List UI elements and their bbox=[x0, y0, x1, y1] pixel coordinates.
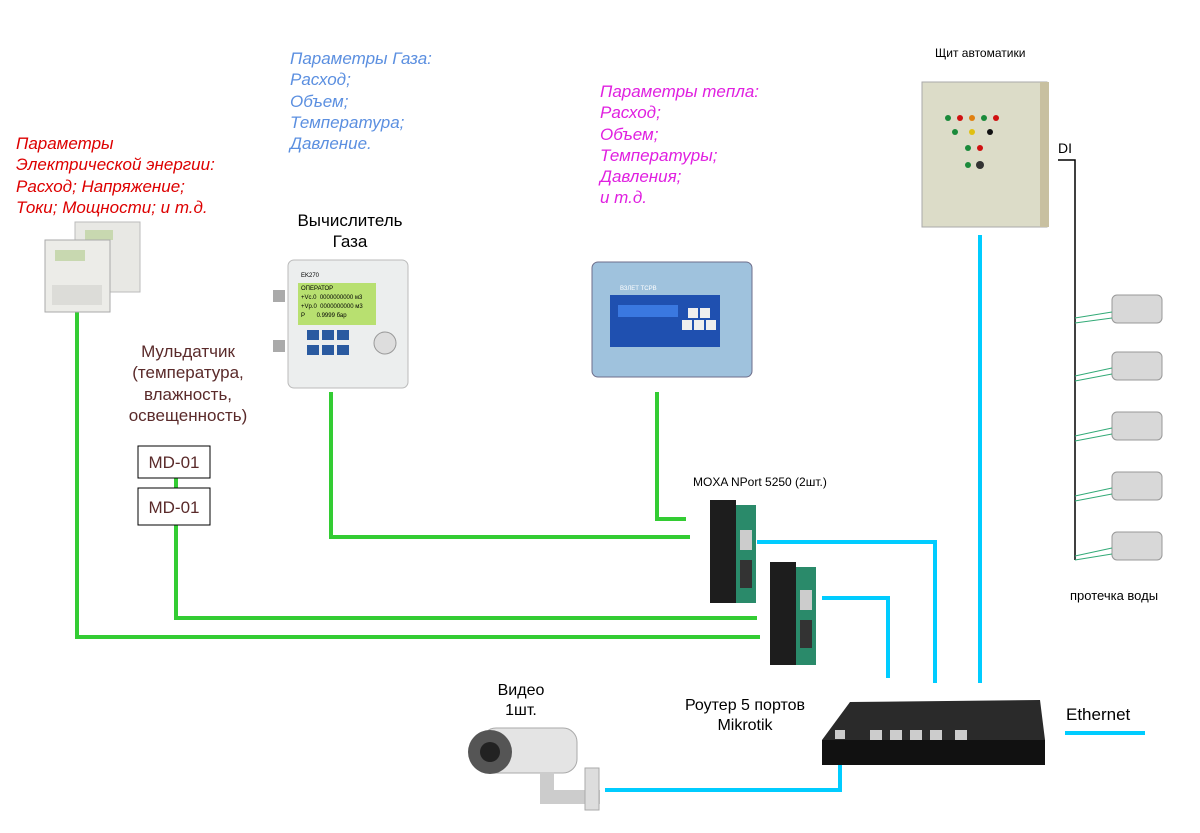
gas-model: EK270 bbox=[301, 273, 320, 279]
text-line: Объем; bbox=[600, 124, 659, 144]
text-line: и т.д. bbox=[600, 188, 647, 208]
text-line: Температура; bbox=[290, 112, 405, 132]
text-line: ОПЕРАТОР bbox=[301, 286, 334, 292]
text-line: Расход; bbox=[290, 70, 351, 90]
di-wire bbox=[1058, 159, 1076, 560]
text-line: Параметры тепла: bbox=[600, 82, 759, 101]
multisensor-label: Мульдатчик (температура,влажность,освещен… bbox=[108, 341, 268, 426]
leak-sensors bbox=[1111, 294, 1163, 561]
panel-label: Щит автоматики bbox=[935, 46, 1026, 60]
text-line: Роутер 5 портов bbox=[684, 697, 806, 714]
text-line: Объем; bbox=[290, 91, 349, 111]
text-line: Давление. bbox=[290, 134, 372, 153]
text-line: освещенность) bbox=[128, 405, 248, 425]
text-line: Электрической энергии: bbox=[16, 155, 215, 175]
link-gas-computer bbox=[329, 392, 690, 539]
text-line: Параметры Газа: bbox=[290, 49, 432, 68]
moxa-label: MOXA NPort 5250 (2шт.) bbox=[693, 475, 827, 489]
text-line: Mikrotik bbox=[717, 717, 773, 734]
heat-brand: ВЗЛЕТ ТСРВ bbox=[620, 286, 657, 292]
di-label: DI bbox=[1058, 140, 1072, 156]
text-line: Расход; bbox=[600, 103, 661, 123]
moxa-device-1 bbox=[710, 500, 756, 603]
heat-params: Параметры тепла: Расход;Объем;Температуры… bbox=[600, 81, 759, 209]
text-line: Токи; Мощности; и т.д. bbox=[16, 197, 208, 217]
text-line: Газа bbox=[332, 232, 368, 252]
heat-meter-image bbox=[591, 261, 753, 378]
link-electric-meter bbox=[75, 312, 760, 639]
md-box-2 bbox=[137, 487, 211, 526]
md-box-1-label: MD-01 bbox=[148, 453, 200, 472]
video-camera-image bbox=[468, 727, 600, 811]
leak-sensor bbox=[1111, 471, 1163, 501]
text-line: P 0.9999 бар bbox=[301, 313, 347, 319]
gas-params: Параметры Газа: Расход;Объем;Температура;… bbox=[290, 48, 432, 154]
text-line: Вычислитель bbox=[297, 211, 403, 230]
electric-meter-image bbox=[44, 221, 141, 313]
md-box-1 bbox=[137, 445, 211, 479]
leak-sensor bbox=[1111, 351, 1163, 381]
leak-sensor bbox=[1111, 294, 1163, 324]
text-line: Расход; Напряжение; bbox=[16, 176, 185, 196]
legend-ethernet-label: Ethernet bbox=[1066, 705, 1131, 724]
text-line: влажность, bbox=[143, 384, 233, 404]
text-line: Температуры; bbox=[600, 145, 718, 165]
ethernet-moxa2 bbox=[822, 596, 890, 678]
video-label: Видео 1шт. bbox=[480, 681, 562, 721]
automation-panel-image bbox=[921, 81, 1049, 228]
text-line: +Vc.0 0000000000 м3 bbox=[301, 295, 363, 301]
leak-label: протечка воды bbox=[1070, 588, 1159, 603]
router-image bbox=[822, 700, 1045, 765]
gas-computer-screen: ОПЕРАТОР +Vc.0 0000000000 м3 +Vр.0 0000000… bbox=[301, 285, 363, 321]
link-multisensor bbox=[174, 525, 757, 620]
text-line: (температура, bbox=[132, 363, 244, 383]
gas-computer-image bbox=[273, 259, 409, 389]
link-heat-meter bbox=[655, 392, 686, 521]
leak-sensor bbox=[1111, 411, 1163, 441]
ethernet-moxa1 bbox=[757, 540, 937, 683]
moxa-device-2 bbox=[770, 562, 816, 665]
md-box-2-label: MD-01 bbox=[148, 498, 200, 517]
leak-sensor bbox=[1111, 531, 1163, 561]
text-line: Параметры bbox=[16, 134, 114, 153]
text-line: 1шт. bbox=[505, 702, 537, 719]
text-line: Мульдатчик bbox=[141, 342, 235, 361]
ethernet-camera bbox=[605, 752, 842, 792]
text-line: +Vр.0 0000000000 м3 bbox=[301, 304, 363, 310]
text-line: Видео bbox=[497, 682, 545, 699]
text-line: Давления; bbox=[600, 167, 682, 186]
